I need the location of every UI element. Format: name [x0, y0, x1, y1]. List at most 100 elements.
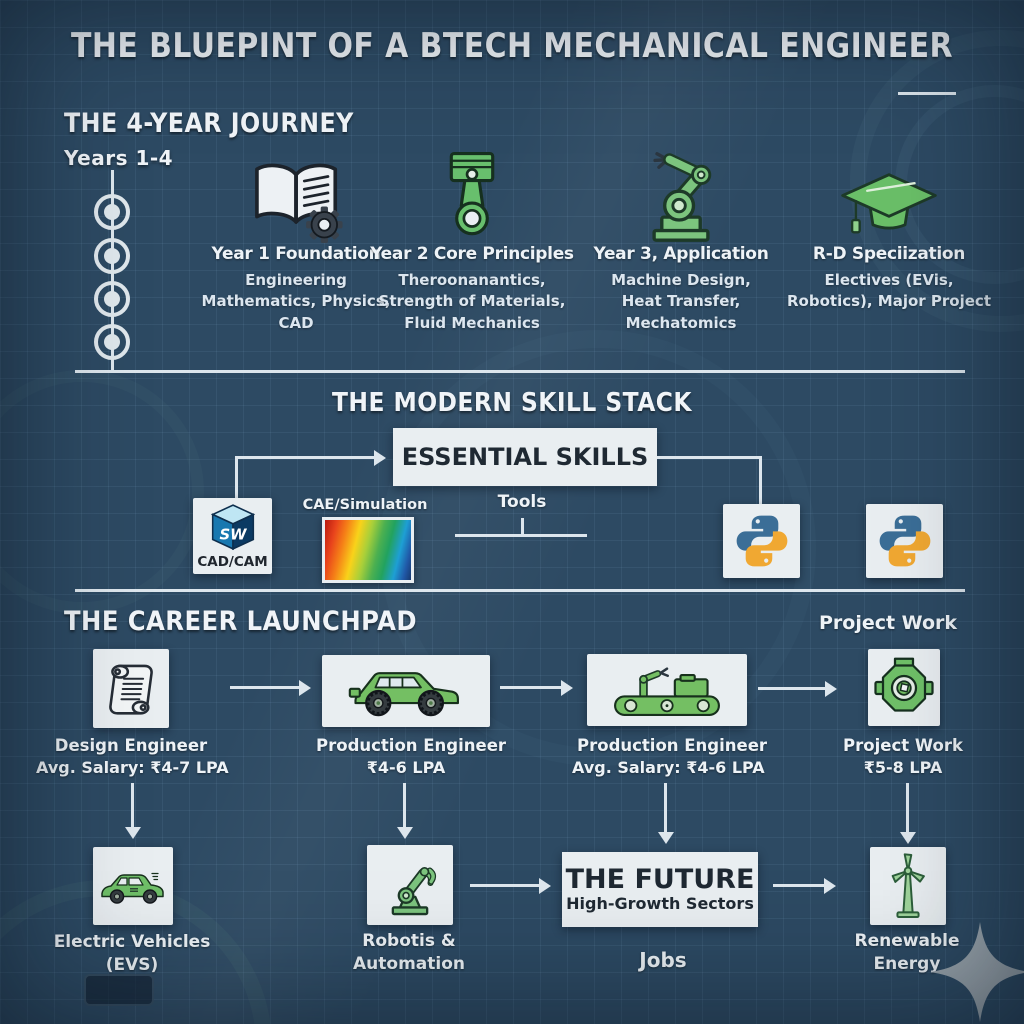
milestone-title: Year 3, Application [593, 244, 769, 264]
flow-arrow [773, 877, 836, 894]
desc-line: Strength of Materials, [378, 292, 566, 311]
cae-label: CAE/Simulation [302, 497, 428, 513]
book-gear-icon [255, 163, 343, 243]
career-corner-label: Project Work [818, 612, 958, 634]
sector-label: Robotis & [362, 931, 456, 951]
skills-heading: THE MODERN SKILL STACK [332, 388, 692, 418]
essential-skills-box: ESSENTIAL SKILLS [393, 428, 657, 486]
timeline-node-dot [104, 291, 120, 307]
desc-line: Mechatomics [625, 313, 737, 332]
role-salary: ₹4-6 LPA [366, 758, 446, 777]
robot-arm-icon [652, 152, 712, 242]
milestone-desc: Machine Design, Heat Transfer, Mechatomi… [571, 270, 791, 334]
flow-arrow-down [899, 783, 916, 844]
milestone-title: Year 1 Foundation [211, 244, 381, 264]
jobs-label: Jobs [639, 948, 687, 972]
role-title: Design Engineer [54, 736, 208, 755]
sector-label: (EVS) [105, 955, 159, 975]
sw-logo-text: SW [219, 527, 247, 544]
sector-label: Electric Vehicles [53, 932, 211, 952]
journey-heading: THE 4-YEAR JOURNEY [64, 108, 354, 139]
flow-arrow [230, 679, 311, 696]
flow-arrow [470, 877, 551, 894]
timeline-node-dot [104, 204, 120, 220]
role-title: Project Work [843, 736, 963, 755]
desc-line: Machine Design, [611, 271, 751, 289]
connector-line [235, 456, 238, 502]
solidworks-cube-icon: SW [210, 504, 255, 551]
milestone-year3: Year 3, Application Machine Design, Heat… [571, 244, 791, 334]
milestone-desc: Engineering Mathematics, Physics, CAD [186, 270, 406, 334]
flow-arrow-down [124, 783, 141, 839]
timeline-node-dot [104, 334, 120, 350]
role-salary: Avg. Salary: ₹4-6 LPA [572, 758, 765, 777]
engine-icon [874, 657, 934, 712]
production-engineer-card-1 [322, 655, 490, 727]
future-box: THE FUTURE High-Growth Sectors [562, 852, 758, 927]
cadcam-label: CAD/CAM [197, 554, 268, 570]
flow-arrow-down [396, 783, 413, 839]
design-engineer-card [93, 649, 169, 728]
connector-arrow-right [235, 449, 386, 466]
python-icon [736, 515, 787, 567]
project-work-card [868, 649, 940, 726]
timeline-node [94, 281, 130, 317]
scroll-icon [109, 664, 153, 715]
future-title: THE FUTURE [565, 863, 755, 895]
desc-line: Fluid Mechanics [404, 313, 540, 332]
flow-arrow-down [657, 783, 674, 844]
robot-gripper-icon [391, 867, 437, 916]
production-engineer-card-2 [587, 654, 747, 726]
flow-arrow [758, 680, 837, 697]
decor-line [898, 92, 956, 95]
desc-line: Engineering [245, 271, 347, 289]
electric-vehicles-card [93, 847, 173, 925]
desc-line: Robotics), Major Project [787, 292, 991, 311]
milestone-title: Year 2 Core Principles [370, 244, 574, 264]
role-title: Production Engineer [316, 736, 507, 755]
essential-skills-label: ESSENTIAL SKILLS [401, 443, 649, 471]
sparkle-icon [930, 922, 1024, 1022]
timeline-node-dot [104, 248, 120, 264]
python-card [866, 504, 943, 578]
cae-heatmap-image [322, 517, 414, 583]
desc-line: Theroonanantics, [398, 271, 546, 289]
graduation-cap-icon [841, 173, 937, 234]
tools-line [455, 534, 587, 537]
career-heading: THE CAREER LAUNCHPAD [64, 606, 418, 637]
offroad-vehicle-icon [348, 672, 459, 717]
tracked-robot-icon [614, 667, 720, 716]
milestone-year1: Year 1 Foundation Engineering Mathematic… [186, 244, 406, 334]
timeline-node [94, 194, 130, 230]
connector-line [759, 456, 762, 504]
desc-line: Heat Transfer, [621, 292, 741, 311]
tools-tick [521, 518, 524, 535]
role-salary: Avg. Salary: ₹4-7 LPA [36, 758, 229, 777]
flow-arrow [500, 679, 573, 696]
timeline-node [94, 238, 130, 274]
sector-label: Automation [353, 954, 465, 974]
desc-line: CAD [278, 313, 314, 332]
role-title: Production Engineer [577, 736, 768, 755]
sector-label: Energy [873, 954, 941, 974]
milestone-year2: Year 2 Core Principles Theroonanantics, … [362, 244, 582, 334]
wind-turbine-icon [891, 853, 925, 919]
robotics-automation-card [367, 845, 453, 925]
tools-label: Tools [497, 492, 547, 512]
milestone-desc: Theroonanantics, Strength of Materials, … [362, 270, 582, 334]
renewable-energy-card [870, 847, 946, 925]
connector-line [657, 456, 762, 459]
corner-badge [84, 974, 154, 1006]
milestone-title: R-D Speciization [812, 244, 966, 264]
python-card [723, 504, 800, 578]
python-icon [879, 515, 930, 567]
desc-line: Electives (EVis, [824, 271, 954, 289]
milestone-year4: R-D Speciization Electives (EVis, Roboti… [779, 244, 999, 313]
milestone-desc: Electives (EVis, Robotics), Major Projec… [779, 270, 999, 313]
sector-label: Renewable [854, 931, 960, 951]
page-title: THE BLUEPINT OF A BTECH MECHANICAL ENGIN… [71, 26, 953, 66]
journey-subheading: Years 1-4 [64, 146, 174, 170]
cadcam-card: SW CAD/CAM [193, 498, 272, 574]
timeline-node [94, 324, 130, 360]
